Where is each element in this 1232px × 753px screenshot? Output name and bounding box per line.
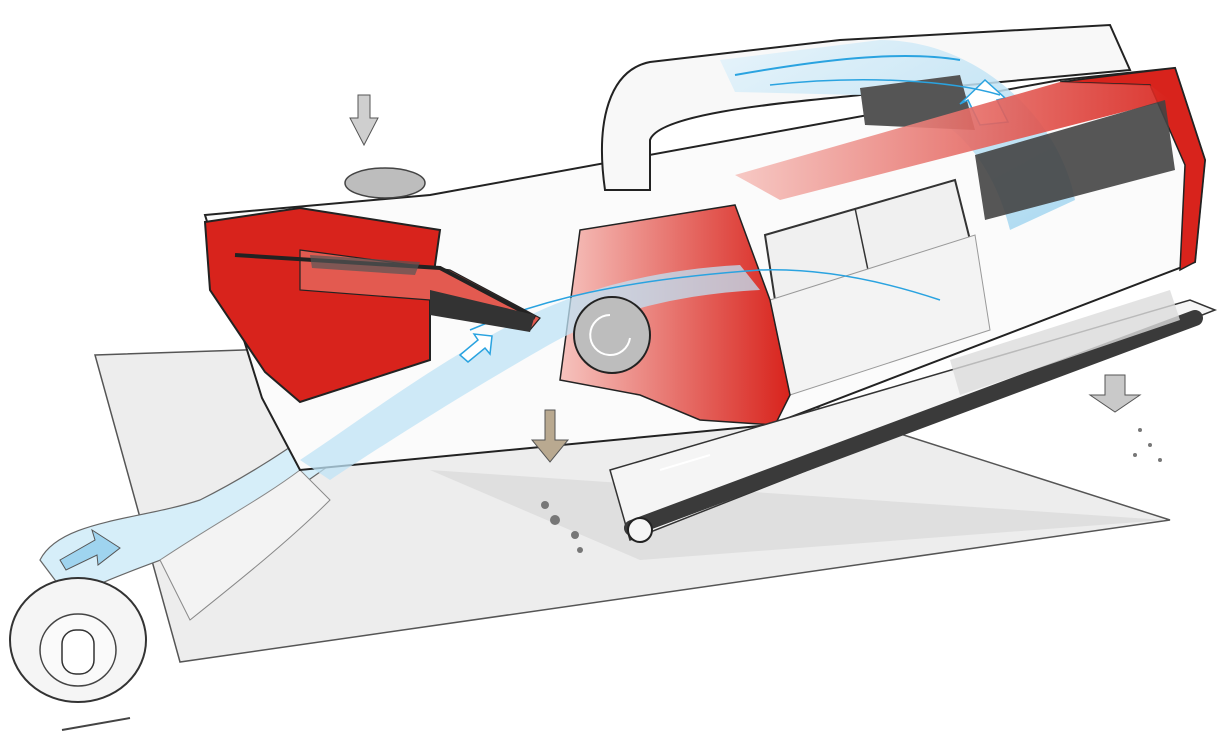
outflow-arrow-icon [1088, 374, 1142, 413]
material-chips [310, 255, 420, 275]
discharge-conveyor [609, 290, 1218, 543]
red-top-band [735, 82, 1170, 200]
window-divider [854, 207, 869, 271]
floor-shadow [430, 470, 1165, 560]
inflow-arrow-icon [349, 94, 379, 147]
airflow-streamline [734, 55, 961, 76]
return-duct-lower [159, 469, 331, 621]
fan-unit [9, 577, 147, 731]
chute-dark-slide [430, 290, 535, 332]
feed-belt [234, 253, 536, 320]
inflow-arrow-icon [458, 333, 493, 363]
outflow-arrow-icon [530, 409, 570, 463]
airflow-streamline [769, 79, 1001, 96]
rotor-drum [573, 296, 651, 374]
internal-airflow [300, 265, 760, 480]
falling-particles [541, 428, 1162, 553]
rotation-arrow-icon [589, 314, 631, 356]
inlet-opening [344, 167, 426, 199]
airflow-streamline [469, 269, 941, 331]
belt-direction-arrow-icon [659, 454, 711, 471]
viewing-window-dark [975, 100, 1175, 220]
inflow-arrow-icon [59, 528, 121, 571]
